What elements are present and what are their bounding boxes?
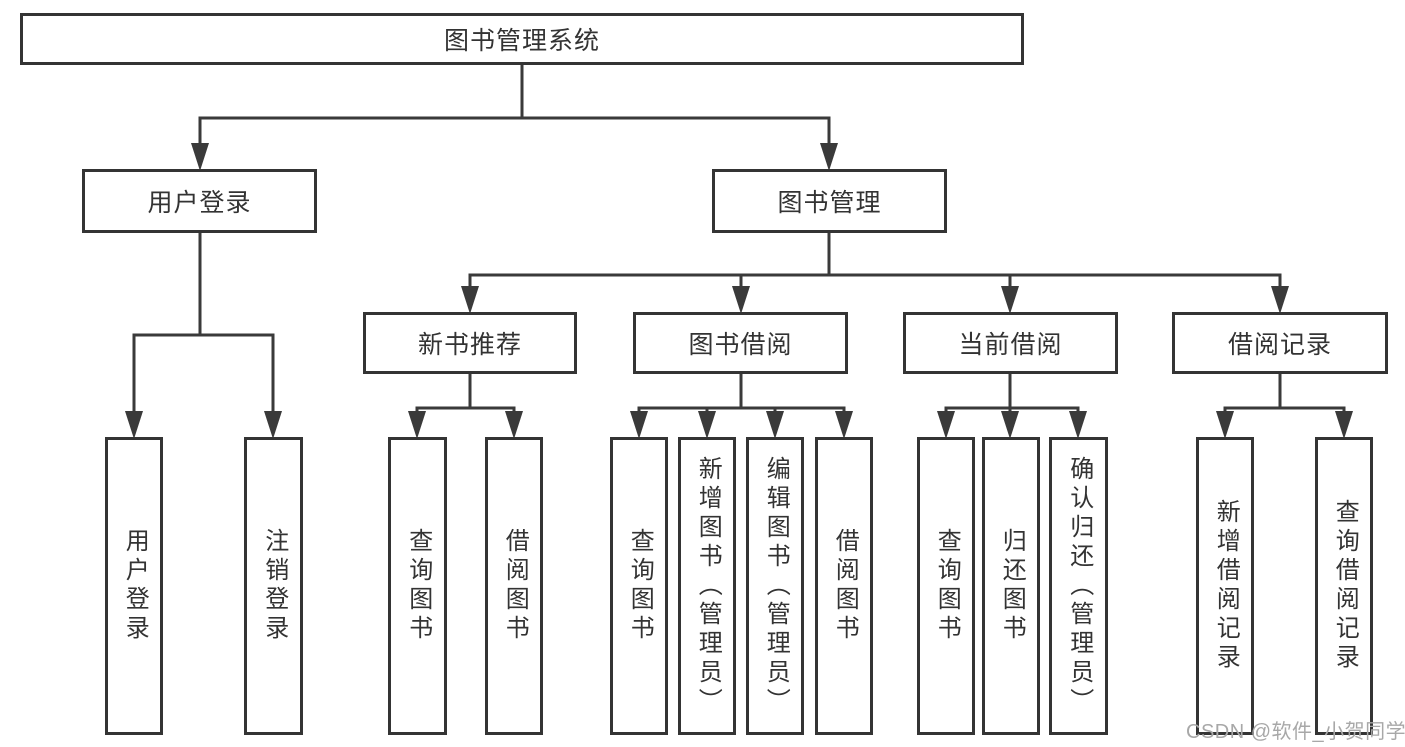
leaf-return-books: 归还图书 <box>982 437 1040 735</box>
leaf-label: 确认归还（管理员） <box>1065 455 1093 717</box>
node-user-login: 用户登录 <box>82 169 317 233</box>
leaf-label: 新增图书（管理员） <box>694 455 722 717</box>
leaf-add-books-admin: 新增图书（管理员） <box>678 437 736 735</box>
leaf-label: 用户登录 <box>121 528 149 644</box>
leaf-label: 归还图书 <box>998 528 1026 644</box>
leaf-label: 借阅图书 <box>831 528 859 644</box>
leaf-logout: 注销登录 <box>244 437 303 735</box>
csdn-watermark: CSDN @软件_小贺同学 <box>1186 721 1405 743</box>
node-label: 当前借阅 <box>958 331 1063 359</box>
leaf-label: 新增借阅记录 <box>1212 499 1240 673</box>
node-label: 用户登录 <box>147 189 252 217</box>
leaf-query-books-current: 查询图书 <box>917 437 975 735</box>
leaf-label: 借阅图书 <box>501 528 529 644</box>
node-current-borrowing: 当前借阅 <box>903 312 1118 374</box>
leaf-label: 注销登录 <box>260 528 288 644</box>
leaf-label: 查询图书 <box>933 528 961 644</box>
leaf-edit-books-admin: 编辑图书（管理员） <box>746 437 804 735</box>
leaf-user-login: 用户登录 <box>105 437 163 735</box>
node-book-management: 图书管理 <box>712 169 947 233</box>
leaf-add-borrow-record: 新增借阅记录 <box>1196 437 1254 735</box>
leaf-confirm-return-admin: 确认归还（管理员） <box>1049 437 1108 735</box>
leaf-query-borrow-record: 查询借阅记录 <box>1315 437 1373 735</box>
node-borrowing-records: 借阅记录 <box>1172 312 1388 374</box>
leaf-borrow-books: 借阅图书 <box>815 437 873 735</box>
leaf-borrow-books-recommend: 借阅图书 <box>485 437 543 735</box>
node-library-management-system: 图书管理系统 <box>20 13 1024 65</box>
leaf-label: 查询图书 <box>404 528 432 644</box>
node-label: 图书管理 <box>777 189 882 217</box>
node-new-book-recommendation: 新书推荐 <box>363 312 577 374</box>
leaf-query-books-borrowing: 查询图书 <box>610 437 668 735</box>
leaf-label: 查询借阅记录 <box>1331 499 1359 673</box>
leaf-query-books-recommend: 查询图书 <box>388 437 447 735</box>
node-label: 借阅记录 <box>1227 331 1332 359</box>
node-label: 图书借阅 <box>688 331 793 359</box>
leaf-label: 查询图书 <box>626 528 654 644</box>
node-book-borrowing: 图书借阅 <box>633 312 848 374</box>
node-label: 新书推荐 <box>417 331 522 359</box>
leaf-label: 编辑图书（管理员） <box>762 455 790 717</box>
node-label: 图书管理系统 <box>443 27 600 55</box>
